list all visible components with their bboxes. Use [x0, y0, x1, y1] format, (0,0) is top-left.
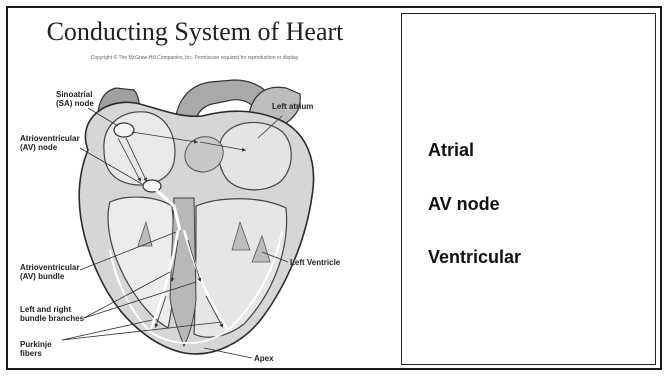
conduction-terms-panel: Atrial AV node Ventricular — [401, 13, 656, 365]
label-left-atrium: Left atrium — [272, 102, 313, 111]
label-bundle-branches-line1: Left and right — [20, 305, 71, 314]
right-atrium-chamber — [104, 112, 175, 185]
label-av-bundle-line2: (AV) bundle — [20, 272, 65, 281]
term-av-node: AV node — [428, 194, 500, 215]
term-atrial: Atrial — [428, 140, 474, 161]
heart-illustration — [79, 80, 313, 354]
label-av-node-line2: (AV) node — [20, 143, 58, 152]
label-apex: Apex — [254, 354, 274, 363]
left-atrium-chamber — [219, 122, 292, 189]
label-av-node-line1: Atrioventricular — [20, 134, 80, 143]
heart-conduction-diagram: Sinoatrial (SA) node Atrioventricular (A… — [0, 0, 400, 378]
label-purkinje-line1: Purkinje — [20, 340, 52, 349]
label-sa-node-line1: Sinoatrial — [56, 90, 92, 99]
term-ventricular: Ventricular — [428, 247, 521, 268]
label-purkinje-line2: fibers — [20, 349, 42, 358]
label-bundle-branches-line2: bundle branches — [20, 314, 85, 323]
label-left-ventricle: Left Ventricle — [290, 258, 341, 267]
label-sa-node-line2: (SA) node — [56, 99, 94, 108]
label-av-bundle-line1: Atrioventricular — [20, 263, 80, 272]
